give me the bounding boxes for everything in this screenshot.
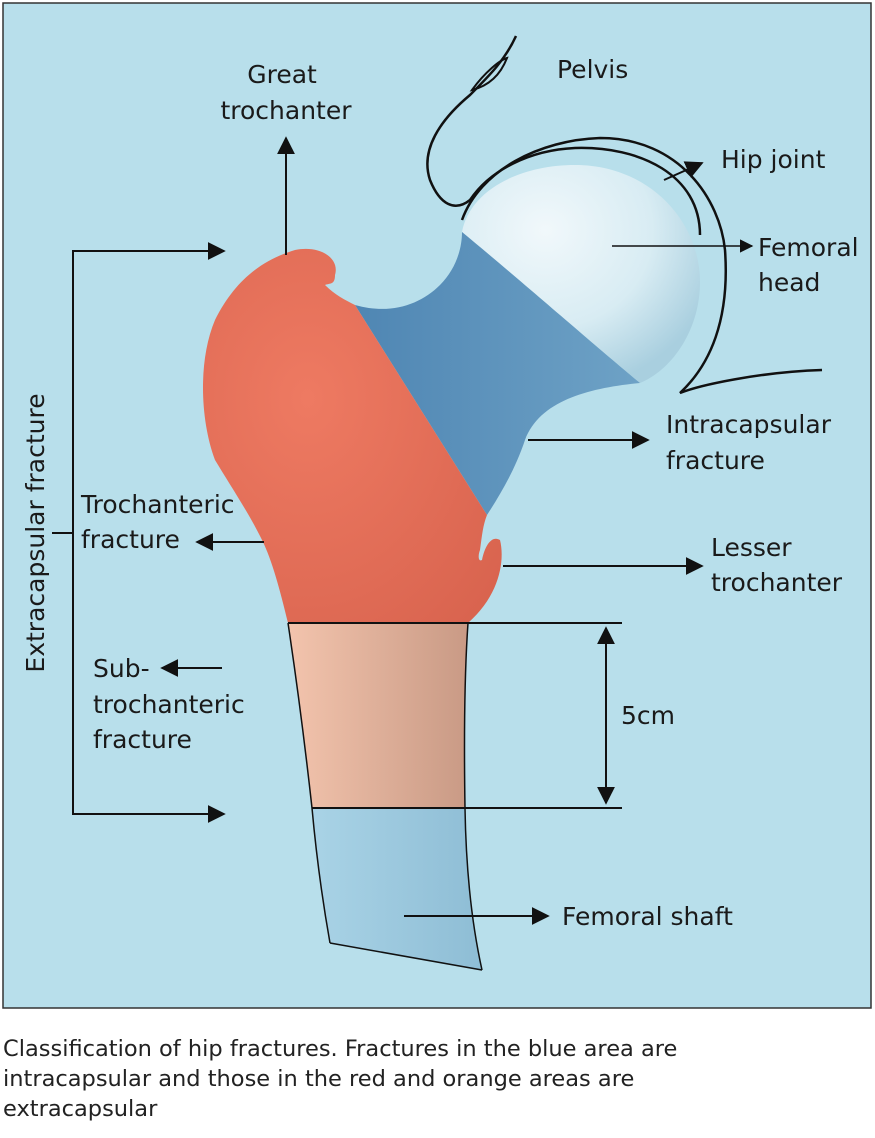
label-intracapsular-fracture: Intracapsular fracture (666, 410, 839, 475)
hip-joint-arrow (663, 161, 704, 181)
hip-joint-capsule (460, 136, 823, 395)
label-extracapsular-fracture: Extracapsular fracture (21, 393, 50, 672)
shaft-bottom-edge (329, 942, 483, 971)
femoral-shaft (312, 808, 482, 970)
label-trochanteric-fracture: Trochanteric fracture (80, 490, 242, 554)
label-subtrochanteric-fracture: Sub- trochanteric fracture (93, 654, 253, 754)
label-great-trochanter: Great trochanter (220, 60, 352, 125)
label-femoral-head: Femoral head (758, 233, 867, 297)
subtrochanteric-region (288, 623, 468, 808)
label-pelvis: Pelvis (557, 55, 628, 84)
pelvis-outline (426, 35, 702, 236)
shaft-left-edge (287, 622, 331, 944)
femoral-head (462, 165, 700, 383)
shaft-right-edge (463, 622, 483, 971)
trochanteric-region (202, 248, 502, 623)
hip-fracture-diagram: Pelvis Great trochanter Hip joint Femora… (2, 2, 872, 1009)
label-femoral-shaft: Femoral shaft (562, 902, 733, 931)
intracapsular-region (355, 232, 640, 515)
label-hip-joint: Hip joint (721, 145, 826, 174)
figure-caption: Classification of hip fractures. Fractur… (3, 1036, 678, 1122)
label-lesser-trochanter: Lesser trochanter (711, 533, 843, 597)
pelvis-notch (469, 56, 509, 92)
label-distance: 5cm (621, 701, 675, 730)
